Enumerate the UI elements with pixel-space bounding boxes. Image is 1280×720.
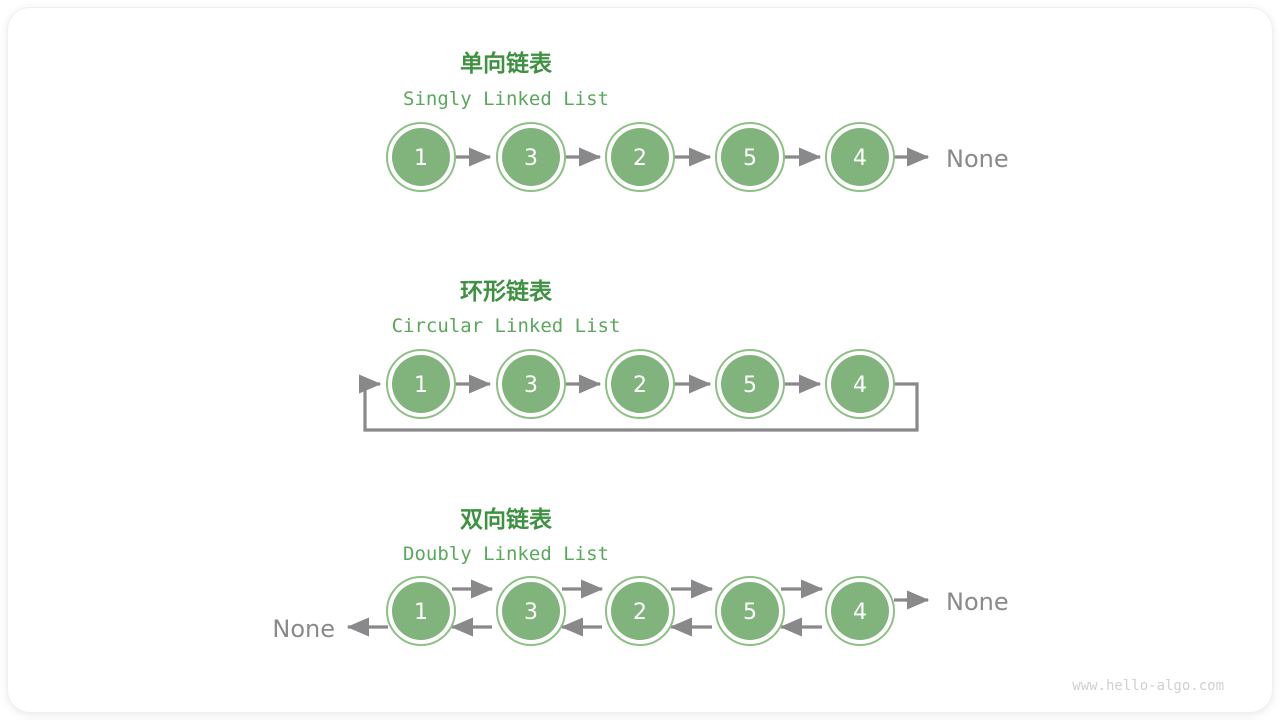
section-title-cn-doubly: 双向链表 [460, 506, 553, 533]
node-value: 2 [633, 600, 647, 625]
section-singly: 单向链表 Singly Linked List 1 3 [386, 50, 1009, 192]
section-title-en-singly: Singly Linked List [403, 88, 609, 110]
node-value: 2 [633, 146, 647, 171]
section-circular: 环形链表 Circular Linked List 1 3 [358, 278, 919, 432]
node-value: 1 [414, 146, 428, 171]
node-value: 5 [743, 146, 757, 171]
node-value: 1 [414, 600, 428, 625]
node-value: 5 [743, 373, 757, 398]
section-title-en-circular: Circular Linked List [392, 315, 621, 337]
node-value: 4 [853, 373, 867, 398]
node-doubly-3[interactable]: 5 [715, 576, 785, 646]
node-doubly-0[interactable]: 1 [386, 576, 456, 646]
node-value: 5 [743, 600, 757, 625]
node-circular-2[interactable]: 2 [605, 349, 675, 419]
node-value: 3 [524, 146, 538, 171]
node-circular-0[interactable]: 1 [386, 349, 456, 419]
node-circular-1[interactable]: 3 [496, 349, 566, 419]
watermark: www.hello-algo.com [1072, 678, 1224, 694]
node-singly-0[interactable]: 1 [386, 122, 456, 192]
node-value: 1 [414, 373, 428, 398]
node-doubly-2[interactable]: 2 [605, 576, 675, 646]
node-singly-2[interactable]: 2 [605, 122, 675, 192]
head-none-label-doubly: None [272, 615, 335, 643]
node-doubly-1[interactable]: 3 [496, 576, 566, 646]
tail-none-label-singly: None [946, 145, 1009, 173]
edges-doubly-next [452, 579, 930, 610]
node-singly-3[interactable]: 5 [715, 122, 785, 192]
node-value: 4 [853, 600, 867, 625]
section-title-cn-singly: 单向链表 [460, 50, 553, 77]
node-value: 4 [853, 146, 867, 171]
node-value: 2 [633, 373, 647, 398]
loop-back-edge [358, 374, 919, 432]
node-value: 3 [524, 600, 538, 625]
node-circular-4[interactable]: 4 [825, 349, 895, 419]
node-doubly-4[interactable]: 4 [825, 576, 895, 646]
node-circular-3[interactable]: 5 [715, 349, 785, 419]
tail-none-label-doubly: None [946, 588, 1009, 616]
node-singly-4[interactable]: 4 [825, 122, 895, 192]
section-title-cn-circular: 环形链表 [460, 278, 553, 305]
section-doubly: 双向链表 Doubly Linked List 1 [272, 506, 1009, 646]
node-value: 3 [524, 373, 538, 398]
node-singly-1[interactable]: 3 [496, 122, 566, 192]
section-title-en-doubly: Doubly Linked List [403, 543, 609, 565]
